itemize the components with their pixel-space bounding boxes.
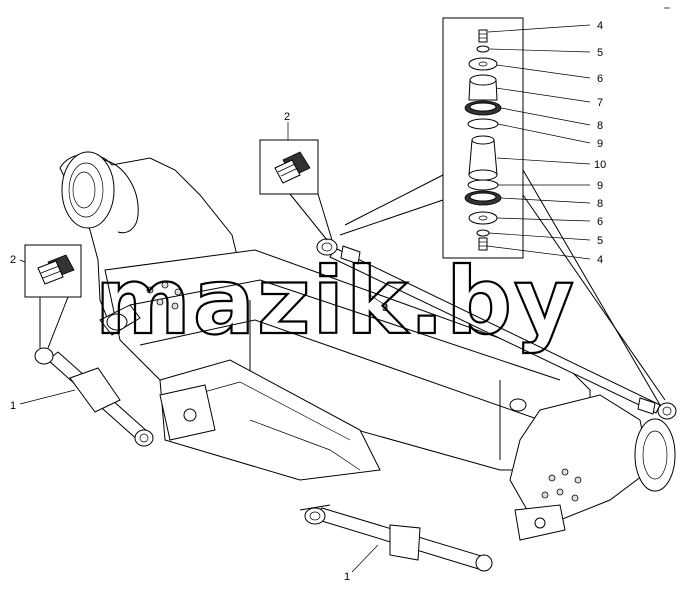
callout-6-top: 6 xyxy=(597,73,603,85)
callout-3: 3 xyxy=(382,302,388,314)
callout-6-bottom: 6 xyxy=(597,216,603,228)
watermark: mazik.by xyxy=(95,248,576,355)
power-cylinder-left xyxy=(34,347,154,447)
right-flange-holes xyxy=(541,468,582,502)
detail-box-plug-left xyxy=(24,244,82,349)
callout-4-top: 4 xyxy=(597,20,603,32)
callout-2-top: 2 xyxy=(284,111,290,123)
callout-7: 7 xyxy=(597,97,603,109)
detail-box-plug-top xyxy=(259,139,333,241)
callout-8-top: 8 xyxy=(597,120,603,132)
callout-4-bottom: 4 xyxy=(597,254,603,266)
callout-5-top: 5 xyxy=(597,47,603,59)
leader-lines xyxy=(19,24,591,573)
callout-1-left: 1 xyxy=(10,400,16,412)
callout-labels: 4 5 6 7 8 9 10 9 8 6 5 4 2 2 1 1 3 xyxy=(10,20,606,583)
tie-rod xyxy=(316,238,677,420)
callout-9-top: 9 xyxy=(597,138,603,150)
callout-1-bottom: 1 xyxy=(344,571,350,583)
bolt-top xyxy=(478,29,488,43)
power-cylinder-bottom xyxy=(299,504,493,572)
callout-9-bottom: 9 xyxy=(597,180,603,192)
callout-5-bottom: 5 xyxy=(597,235,603,247)
callout-2-left: 2 xyxy=(10,254,16,266)
callout-8-bottom: 8 xyxy=(597,198,603,210)
callout-10: 10 xyxy=(594,159,606,171)
ball-joint-stack xyxy=(339,17,666,406)
axle-beam xyxy=(59,151,676,541)
left-flange-holes xyxy=(146,281,182,310)
